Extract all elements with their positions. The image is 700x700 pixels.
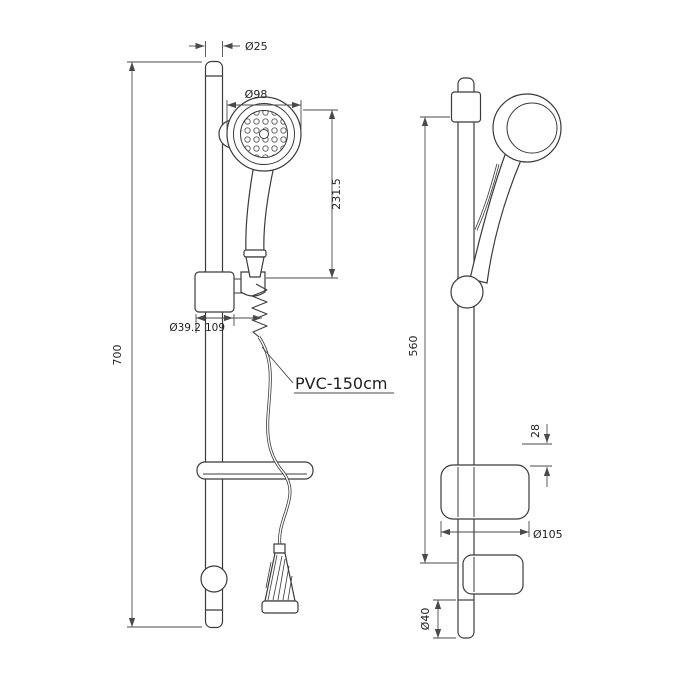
side-handle [469,151,522,284]
dim-label-bracket-dia: Ø105 [533,528,563,541]
front-lower-knob [200,565,228,593]
front-handle-cone [243,249,267,278]
front-holder-bracket [194,271,266,313]
dim-top-cap: Ø25 [189,40,268,57]
front-handle [245,165,275,253]
dim-label-bottom-dia: Ø40 [419,608,432,631]
front-hose-corrugation [251,283,268,338]
front-view-dimensions: 700 Ø25 Ø98 231.5 [111,40,394,628]
dim-rail-span: 560 [407,116,457,564]
dim-bottom-dia: Ø40 [419,599,456,639]
side-view-dimensions: 560 28 Ø105 Ø40 [407,116,563,639]
dim-label-total-height: 700 [111,345,124,366]
hose-label: PVC-150cm [295,374,387,393]
dim-head-dia: Ø98 [226,88,302,130]
side-rail [457,77,475,639]
dim-label-slider-offset: 109 [205,322,225,334]
front-hose-connector [261,543,299,614]
dim-bracket-dia: Ø105 [440,521,563,541]
dim-label-rail-span: 560 [407,336,420,357]
side-view [440,77,562,639]
front-shelf [196,461,314,480]
side-lower-bracket [440,464,530,520]
front-hose [257,336,292,547]
front-view [194,60,314,629]
dim-label-head-to-holder: 231.5 [330,178,343,210]
dim-label-head-dia: Ø98 [245,88,268,101]
side-hose [474,163,500,231]
dim-bracket-gap: 28 [522,424,552,487]
dim-total-height: 700 [111,61,202,628]
dim-label-top-cap: Ø25 [245,40,268,53]
side-shower-head [492,93,562,163]
side-holder-knob [450,275,484,309]
hose-callout: PVC-150cm [261,346,394,394]
dim-label-bracket-gap: 28 [529,424,542,438]
side-foot-bracket [462,554,524,595]
side-top-mount [450,91,482,123]
front-rail [204,60,224,629]
dim-holder: Ø39.2 109 [169,314,262,334]
dim-head-to-holder: 231.5 [266,109,343,279]
dim-label-slider-dia: Ø39.2 [169,322,201,334]
front-shower-head [226,96,302,172]
